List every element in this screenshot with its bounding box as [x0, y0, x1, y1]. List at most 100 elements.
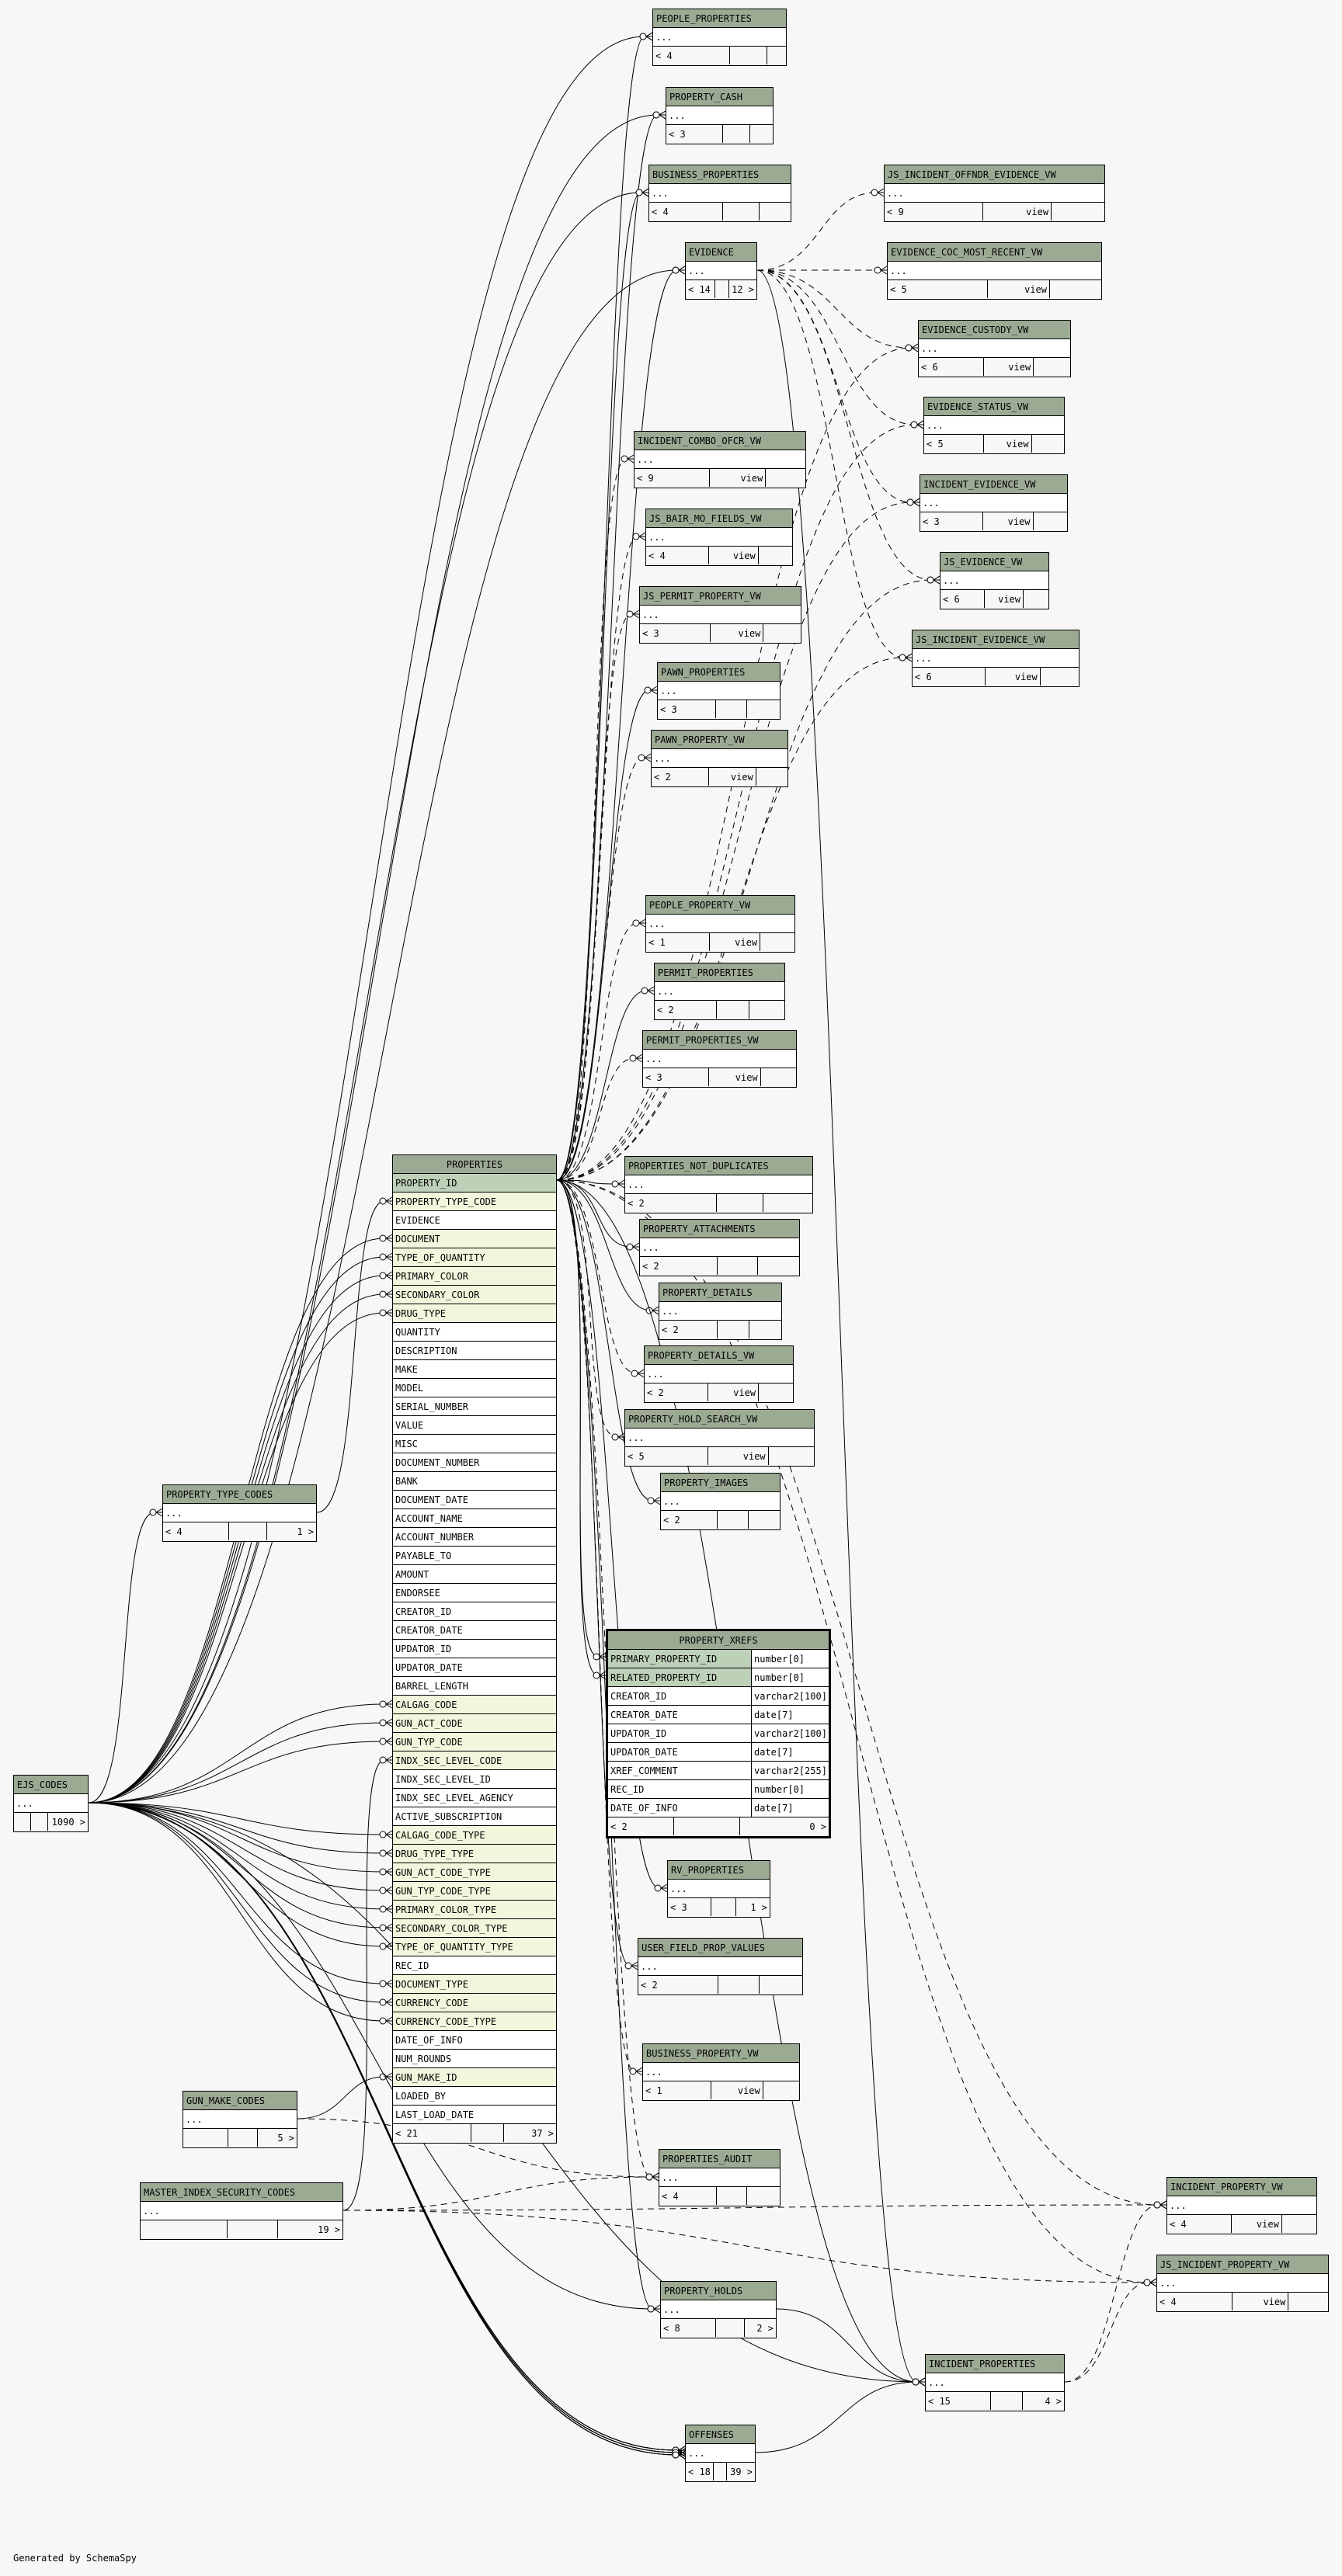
table-header[interactable]: PROPERTY_TYPE_CODES: [163, 1485, 316, 1504]
table-properties-not-duplicates[interactable]: PROPERTIES_NOT_DUPLICATES...< 2: [624, 1156, 813, 1213]
child-count[interactable]: [1024, 590, 1048, 608]
table-header[interactable]: JS_INCIDENT_PROPERTY_VW: [1157, 2255, 1328, 2274]
child-count[interactable]: [769, 1447, 814, 1465]
parent-count[interactable]: < 2: [640, 1257, 718, 1275]
table-gun-make-codes[interactable]: GUN_MAKE_CODES...5 >: [183, 2091, 297, 2148]
table-permit-properties[interactable]: PERMIT_PROPERTIES...< 2: [654, 963, 785, 1020]
table-header[interactable]: PAWN_PROPERTIES: [658, 663, 780, 682]
child-count[interactable]: 4 >: [1045, 2396, 1062, 2407]
column-row[interactable]: BARREL_LENGTH: [393, 1677, 556, 1696]
parent-count[interactable]: < 4: [659, 2187, 718, 2205]
child-count[interactable]: [760, 933, 794, 951]
collapsed-columns[interactable]: ...: [666, 106, 773, 125]
table-pawn-properties[interactable]: PAWN_PROPERTIES...< 3: [657, 662, 781, 720]
parent-count[interactable]: [14, 1813, 31, 1831]
child-count[interactable]: [759, 1383, 793, 1401]
collapsed-columns[interactable]: ...: [913, 649, 1079, 668]
parent-count[interactable]: < 2: [661, 1511, 718, 1529]
table-header[interactable]: EVIDENCE_CUSTODY_VW: [919, 321, 1070, 339]
column-row[interactable]: ACCOUNT_NAME: [393, 1509, 556, 1528]
column-row[interactable]: INDX_SEC_LEVEL_ID: [393, 1770, 556, 1789]
table-header[interactable]: PROPERTY_CASH: [666, 88, 773, 106]
collapsed-columns[interactable]: ...: [661, 1492, 780, 1511]
table-header[interactable]: GUN_MAKE_CODES: [183, 2092, 297, 2110]
child-count[interactable]: [1050, 280, 1101, 298]
column-row[interactable]: REC_ID: [393, 1956, 556, 1975]
table-property-details[interactable]: PROPERTY_DETAILS...< 2: [659, 1283, 782, 1340]
column-row[interactable]: UPDATOR_DATE: [393, 1658, 556, 1677]
column-row[interactable]: MAKE: [393, 1360, 556, 1379]
collapsed-columns[interactable]: ...: [659, 1302, 781, 1321]
parent-count[interactable]: < 3: [640, 624, 711, 642]
child-count[interactable]: [767, 47, 786, 64]
child-count[interactable]: 1090 >: [51, 1817, 85, 1828]
child-count[interactable]: [749, 1511, 780, 1529]
child-count[interactable]: 37 >: [531, 2128, 554, 2139]
parent-count[interactable]: < 2: [652, 768, 709, 786]
child-count[interactable]: [1282, 2215, 1316, 2233]
column-row[interactable]: PRIMARY_COLOR_TYPE: [393, 1901, 556, 1919]
collapsed-columns[interactable]: ...: [686, 262, 756, 280]
table-header[interactable]: EVIDENCE_COC_MOST_RECENT_VW: [888, 243, 1101, 262]
column-row[interactable]: CURRENCY_CODE_TYPE: [393, 2012, 556, 2031]
collapsed-columns[interactable]: ...: [163, 1504, 316, 1522]
table-header[interactable]: PEOPLE_PROPERTIES: [653, 9, 786, 28]
parent-count[interactable]: < 2: [638, 1976, 719, 1994]
column-row[interactable]: AMOUNT: [393, 1565, 556, 1584]
table-header[interactable]: EVIDENCE_STATUS_VW: [924, 398, 1064, 416]
column-row[interactable]: GUN_MAKE_ID: [393, 2068, 556, 2087]
column-row[interactable]: DOCUMENT_TYPE: [393, 1975, 556, 1994]
collapsed-columns[interactable]: ...: [686, 2444, 755, 2463]
table-header[interactable]: PAWN_PROPERTY_VW: [652, 731, 787, 749]
table-header[interactable]: EJS_CODES: [14, 1776, 88, 1794]
column-row[interactable]: PROPERTY_ID: [393, 1174, 556, 1193]
column-row[interactable]: DATE_OF_INFO: [393, 2031, 556, 2050]
collapsed-columns[interactable]: ...: [645, 1365, 793, 1383]
collapsed-columns[interactable]: ...: [640, 1238, 799, 1257]
collapsed-columns[interactable]: ...: [649, 184, 791, 203]
column-row[interactable]: DRUG_TYPE: [393, 1304, 556, 1323]
child-count[interactable]: [749, 1001, 784, 1019]
parent-count[interactable]: < 5: [888, 280, 989, 298]
child-count[interactable]: [750, 125, 773, 143]
collapsed-columns[interactable]: ...: [634, 450, 805, 469]
parent-count[interactable]: [141, 2220, 228, 2238]
child-count[interactable]: [766, 469, 805, 487]
child-count[interactable]: [758, 1257, 799, 1275]
table-header[interactable]: USER_FIELD_PROP_VALUES: [638, 1939, 802, 1957]
parent-count[interactable]: < 3: [920, 512, 984, 530]
parent-count[interactable]: < 6: [913, 668, 986, 686]
child-count[interactable]: [1052, 203, 1104, 220]
column-row[interactable]: QUANTITY: [393, 1323, 556, 1342]
collapsed-columns[interactable]: ...: [924, 416, 1064, 435]
child-count[interactable]: 1 >: [297, 1526, 314, 1537]
table-header[interactable]: INCIDENT_PROPERTY_VW: [1167, 2178, 1316, 2196]
collapsed-columns[interactable]: ...: [655, 982, 784, 1001]
column-row[interactable]: EVIDENCE: [393, 1211, 556, 1230]
column-row[interactable]: DOCUMENT_DATE: [393, 1491, 556, 1509]
parent-count[interactable]: < 14: [686, 280, 715, 298]
column-row[interactable]: SERIAL_NUMBER: [393, 1397, 556, 1416]
child-count[interactable]: [756, 768, 787, 786]
table-property-images[interactable]: PROPERTY_IMAGES...< 2: [660, 1473, 781, 1530]
table-people-properties[interactable]: PEOPLE_PROPERTIES...< 4: [652, 9, 787, 66]
table-header[interactable]: JS_PERMIT_PROPERTY_VW: [640, 587, 801, 606]
column-row[interactable]: TYPE_OF_QUANTITY: [393, 1248, 556, 1267]
parent-count[interactable]: < 5: [625, 1447, 708, 1465]
table-header[interactable]: PERMIT_PROPERTIES_VW: [643, 1031, 796, 1050]
child-count[interactable]: [1041, 668, 1079, 686]
parent-count[interactable]: < 5: [924, 435, 985, 453]
table-header[interactable]: PROPERTY_HOLDS: [661, 2282, 776, 2300]
